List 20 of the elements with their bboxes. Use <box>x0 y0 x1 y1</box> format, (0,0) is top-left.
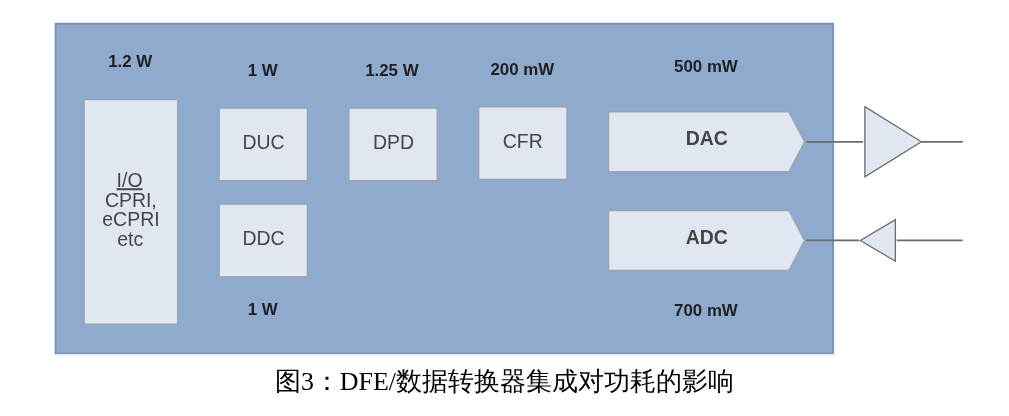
node-box: CFR <box>478 106 568 181</box>
node-label: 500 mW <box>674 57 738 77</box>
node-triangle <box>859 218 897 263</box>
node-box: DDC <box>218 203 309 278</box>
node-box: DUC <box>218 107 309 182</box>
connector <box>805 239 860 242</box>
node-label: 1 W <box>247 61 278 81</box>
connector <box>805 140 864 143</box>
caption: 图3：DFE/数据转换器集成对功耗的影响 <box>274 366 735 396</box>
node-label: 1.25 W <box>365 61 419 81</box>
node-box: I/O CPRI, eCPRI etc <box>83 98 179 325</box>
node-label: 200 mW <box>490 59 555 79</box>
cluster <box>54 22 835 355</box>
connector <box>895 239 964 242</box>
connector <box>920 140 964 143</box>
node-label: 700 mW <box>674 301 738 321</box>
node-label: 1.2 W <box>108 52 153 72</box>
node-label: 1 W <box>247 299 278 319</box>
node-box: DPD <box>348 107 438 182</box>
node-triangle <box>864 105 923 178</box>
